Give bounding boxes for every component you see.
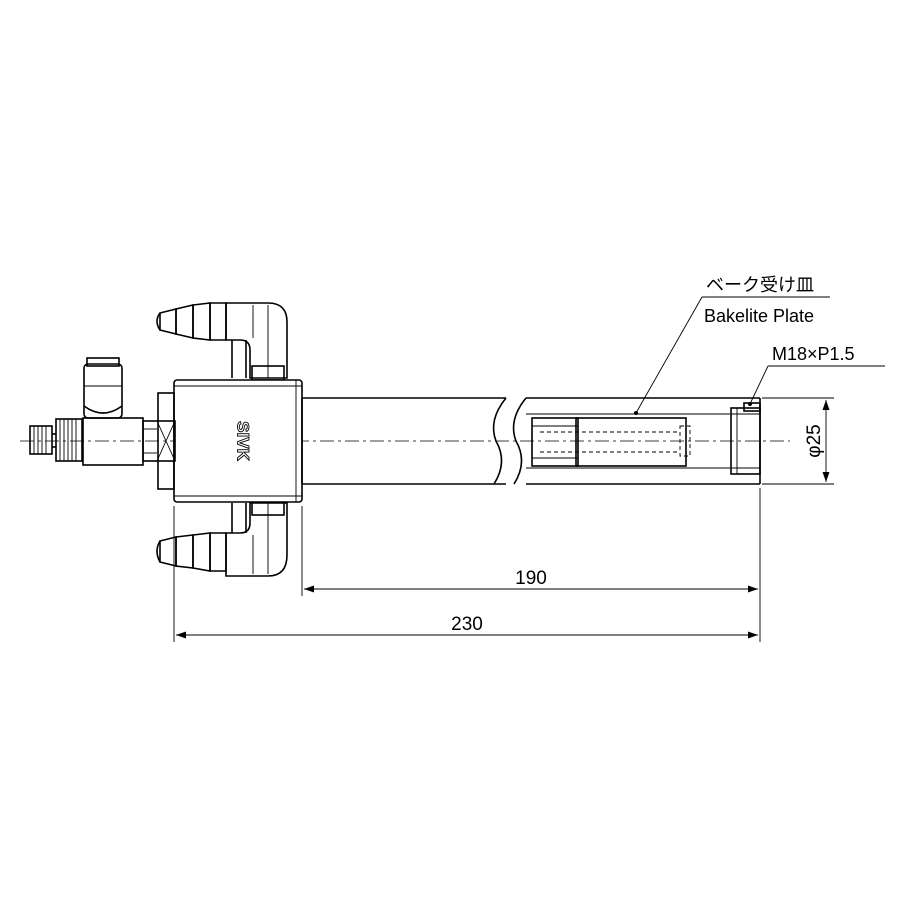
diameter-label: φ25 (804, 424, 825, 457)
length-dimensions (173, 488, 761, 642)
part-name-en: Bakelite Plate (704, 306, 814, 326)
lower-hose-fitting (156, 500, 288, 577)
shaft-tube (301, 397, 761, 485)
bakelite-leader (634, 296, 830, 415)
diameter-dimension (762, 397, 834, 485)
thread-leader (748, 365, 885, 406)
dimension-230: 230 (451, 614, 483, 635)
upper-hose-fitting (156, 302, 288, 381)
brand-logo: SIVK (234, 421, 253, 461)
needle-valve (29, 357, 144, 466)
part-name-ja: ベーク受け皿 (706, 275, 814, 295)
dimension-190: 190 (515, 568, 547, 589)
main-body-block: SIVK (157, 379, 303, 503)
thread-spec: M18×P1.5 (772, 344, 855, 364)
